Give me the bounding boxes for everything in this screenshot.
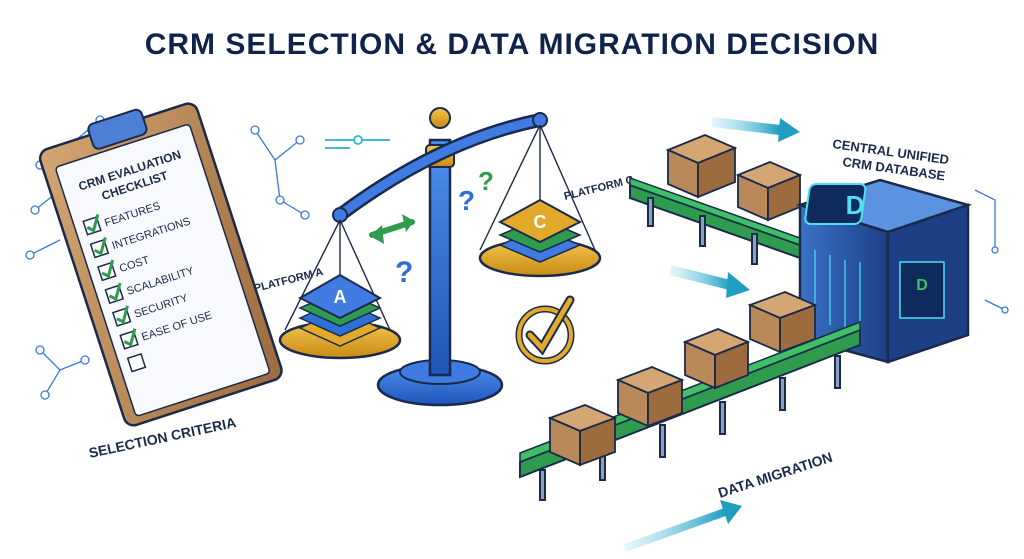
- question-mark-icon: ?: [395, 256, 413, 289]
- selection-criteria-caption: SELECTION CRITERIA: [87, 414, 237, 461]
- db-side-screen: [899, 261, 945, 319]
- compare-arrow-icon: [369, 214, 415, 244]
- lower-conveyor: [519, 291, 861, 501]
- check-icon: [123, 328, 137, 347]
- platform-a-letter: A: [334, 287, 347, 307]
- approval-badge: [517, 307, 573, 363]
- scale-finial: [429, 107, 451, 129]
- flow-arrow-icon: [623, 508, 727, 552]
- platform-c-label: PLATFORM C: [563, 174, 635, 203]
- db-logo-panel: [804, 183, 867, 225]
- ui-decoration: [325, 135, 390, 149]
- platform-c-letter: C: [534, 212, 547, 232]
- check-icon: [101, 259, 115, 279]
- check-icon: [116, 305, 129, 325]
- flow-arrow-icon: [668, 265, 732, 290]
- check-icon: [108, 282, 122, 302]
- flow-arrow-icon: [711, 117, 781, 135]
- balance-scale: A PLATFORM A C PLATFORM C ? ? ?: [253, 107, 635, 407]
- scale-beam: [335, 115, 545, 220]
- platform-a-stack: A: [297, 273, 383, 347]
- page-title: CRM SELECTION & DATA MIGRATION DECISION: [144, 28, 880, 61]
- data-crate: [735, 161, 803, 222]
- check-icon: [86, 214, 100, 233]
- central-database: D D: [795, 178, 973, 364]
- clipboard-paper: [55, 124, 270, 417]
- question-mark-icon: ?: [458, 185, 475, 216]
- scale-pillar: [428, 138, 452, 377]
- data-crate: [547, 404, 618, 467]
- empty-checkbox: [126, 353, 147, 373]
- data-crate: [747, 291, 818, 354]
- question-mark-icon: ?: [478, 166, 494, 196]
- data-crate: [682, 328, 751, 390]
- db-side-letter: D: [916, 277, 928, 294]
- platform-c-stack: C: [497, 198, 583, 263]
- circuit-decoration: [974, 189, 1009, 314]
- data-crate: [665, 134, 738, 199]
- data-migration-label: DATA MIGRATION: [716, 449, 834, 501]
- upper-conveyor: [629, 134, 803, 265]
- data-crate: [615, 366, 685, 428]
- db-logo-letter: D: [846, 190, 865, 220]
- check-icon: [94, 236, 107, 256]
- evaluation-clipboard: CRM EVALUATION CHECKLIST FEATURES INTEGR…: [38, 102, 283, 461]
- check-icon: [527, 297, 573, 353]
- clipboard-clip: [87, 108, 148, 150]
